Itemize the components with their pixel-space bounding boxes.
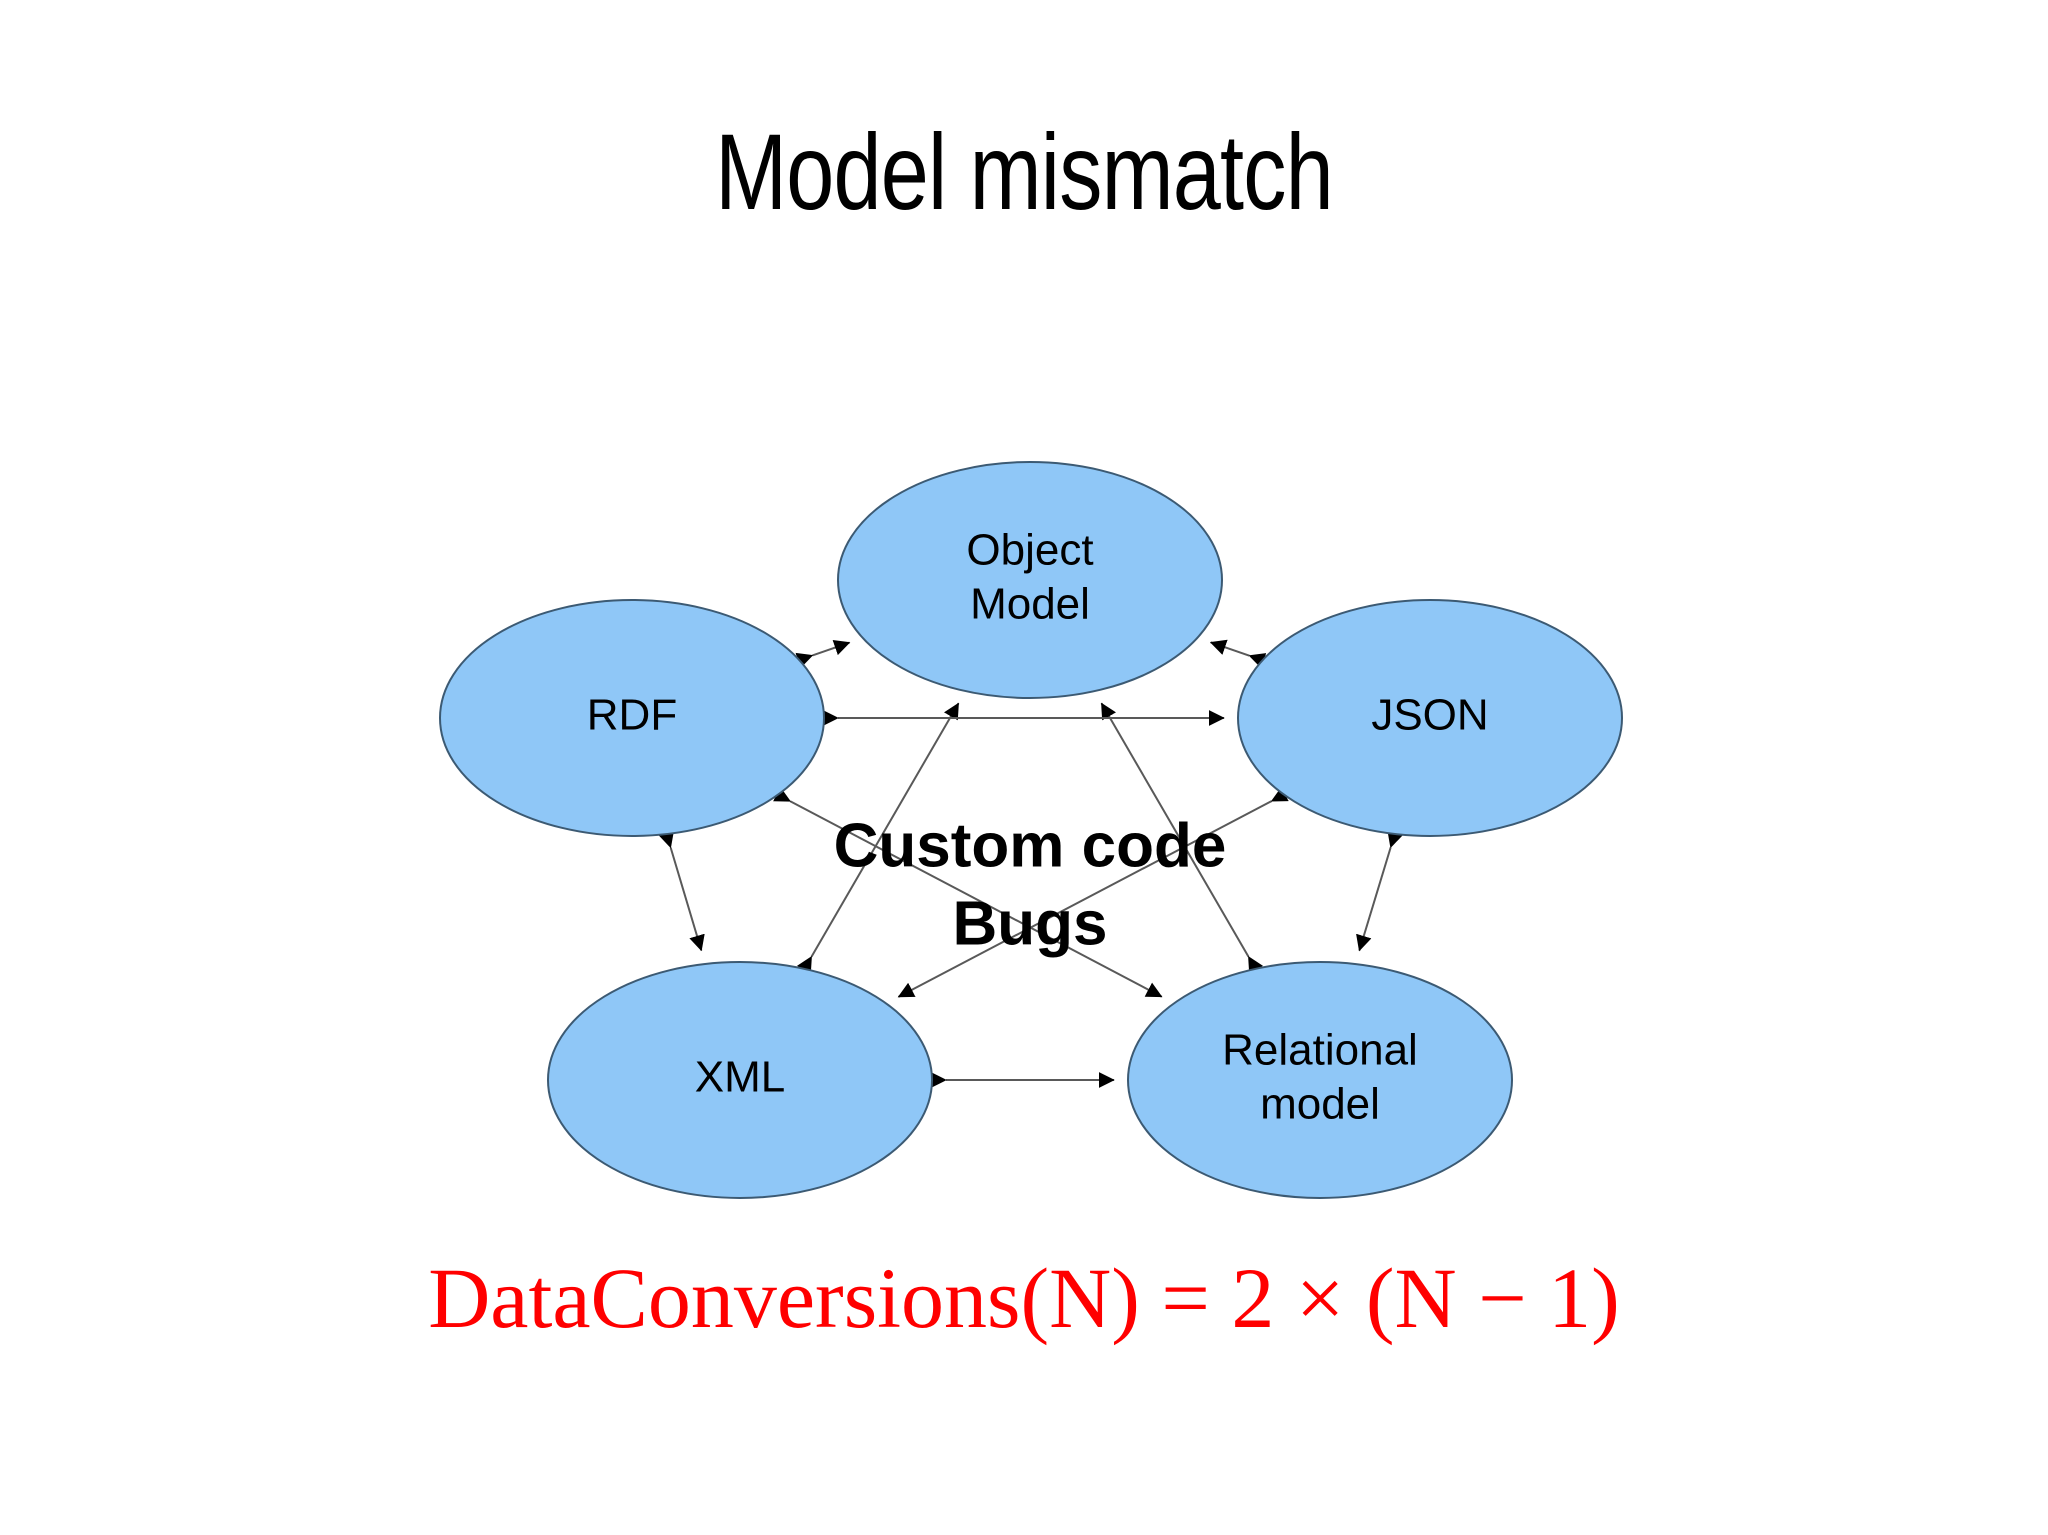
node-shape-xml (547, 961, 933, 1199)
center-caption-line-2: Bugs (953, 889, 1108, 958)
edge-rdf-object-model (795, 639, 851, 668)
node-rdf[interactable]: RDF (439, 599, 825, 837)
formula-text: DataConversions(N) = 2 × (N − 1) (428, 1250, 1620, 1346)
edge-rdf-xml (658, 830, 705, 952)
edge-json-object-model (1209, 639, 1267, 669)
node-shape-relational-model (1127, 961, 1513, 1199)
node-shape-json (1237, 599, 1623, 837)
node-shape-rdf (439, 599, 825, 837)
page-title: Model mismatch (715, 111, 1334, 232)
edges-layer (658, 639, 1403, 1088)
center-caption-line-1: Custom code (834, 811, 1227, 880)
node-shape-object-model (837, 461, 1223, 699)
node-xml[interactable]: XML (547, 961, 933, 1199)
edge-json-xml (897, 786, 1289, 998)
node-json[interactable]: JSON (1237, 599, 1623, 837)
edge-json-relational (1356, 830, 1403, 952)
center-caption: Custom code Bugs (834, 811, 1227, 958)
